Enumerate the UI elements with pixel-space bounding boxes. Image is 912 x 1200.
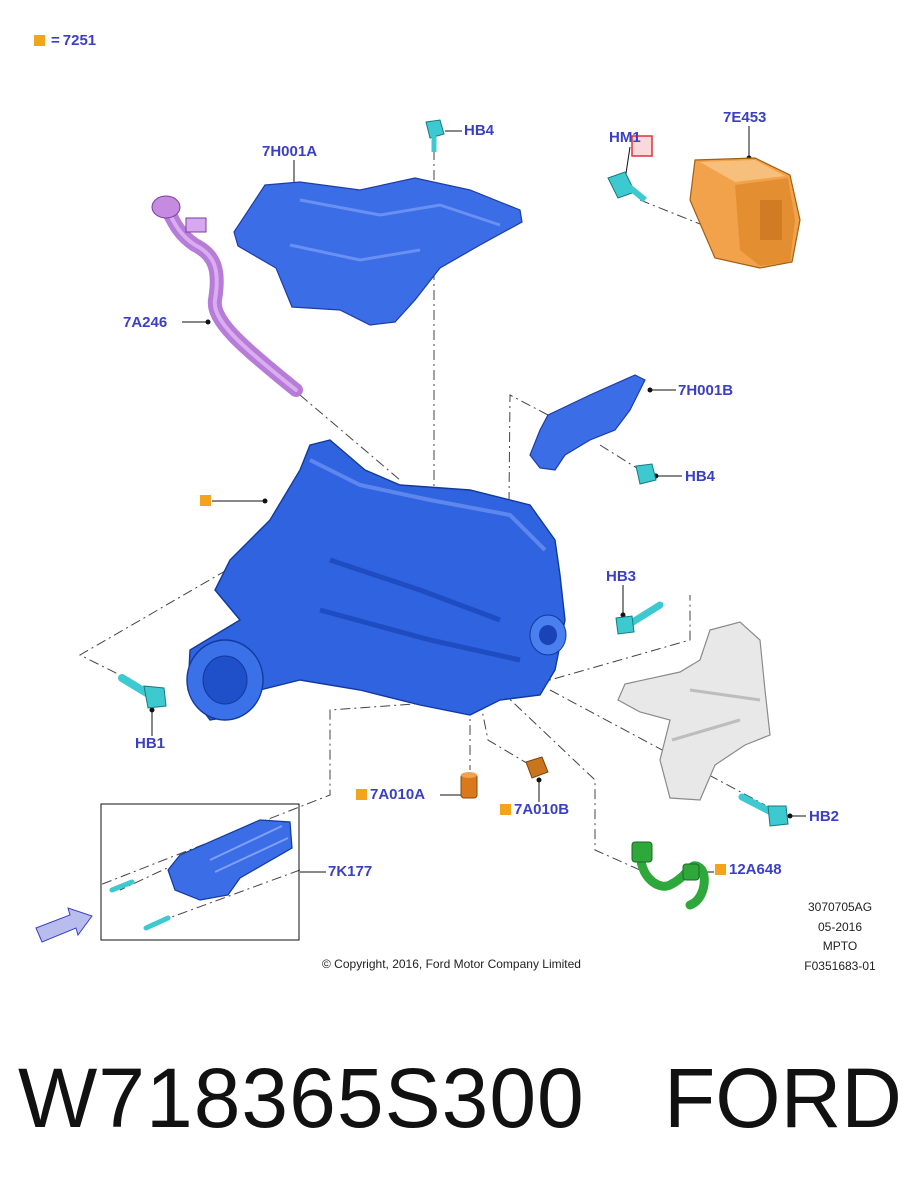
meta-line-3: MPTO (822, 939, 858, 953)
legend-marker (34, 35, 45, 46)
callout-hb4-right: HB4 (685, 468, 716, 485)
control-module-7e453 (689, 157, 801, 269)
callout-12a648-marker (715, 864, 726, 875)
transfer-case-7251 (186, 439, 567, 721)
mount-bracket (617, 621, 771, 801)
bolt-hb3 (615, 601, 664, 635)
bolt-hm1 (607, 171, 647, 203)
meta-line-2: 05-2016 (817, 919, 863, 934)
callout-hb2: HB2 (809, 808, 840, 825)
inset-frame (100, 803, 300, 941)
drawing-meta: 3070705AG 05-2016 MPTO F0351683-01 (790, 898, 890, 976)
callout-7a010a-marker (356, 789, 367, 800)
callout-12a648-text: 12A648 (729, 861, 782, 878)
callout-7e453: 7E453 (723, 109, 767, 126)
callout-hb4-top: HB4 (464, 122, 495, 139)
callout-hb3: HB3 (606, 568, 637, 585)
callout-7a010b-text: 7A010B (514, 801, 570, 818)
meta-line-4: F0351683-01 (804, 958, 876, 973)
plug-7a010b (525, 756, 549, 779)
callout-hb1: HB1 (135, 735, 166, 752)
bolt-hb2 (738, 793, 789, 827)
legend-value: 7251 (62, 32, 97, 49)
callout-12a648: 12A648 (715, 861, 782, 878)
callout-7a010a-text: 7A010A (370, 786, 426, 803)
callout-7h001a: 7H001A (262, 143, 318, 160)
brand-name: FORD (664, 1051, 902, 1145)
callout-7h001b: 7H001B (678, 382, 734, 399)
callout-7a010b-marker (500, 804, 511, 815)
heat-shield-7h001a (233, 177, 523, 326)
actuator-7k177 (109, 819, 293, 931)
legend-equals: = (51, 32, 60, 49)
bracket-7h001b (529, 374, 646, 471)
bolt-hb1 (118, 674, 167, 709)
harness-12a648 (631, 841, 709, 910)
meta-line-1: 3070705AG (807, 900, 873, 914)
callout-hm1: HM1 (609, 129, 641, 146)
bolt-hb4-top (425, 119, 445, 152)
callout-7a010b: 7A010B (500, 801, 569, 818)
copyright-notice: © Copyright, 2016, Ford Motor Company Li… (322, 957, 581, 971)
legend: =7251 (34, 32, 96, 49)
part-number: W718365S300 (18, 1051, 585, 1145)
view-arrow (35, 907, 93, 943)
callout-7k177: 7K177 (328, 863, 373, 880)
callout-7251 (200, 492, 214, 509)
bolt-hb4-right (635, 463, 657, 485)
callout-7251-marker (200, 495, 211, 506)
highlight-box (631, 135, 653, 157)
plug-7a010a (460, 772, 478, 799)
callout-7a010a: 7A010A (356, 786, 425, 803)
callout-7a246: 7A246 (123, 314, 168, 331)
